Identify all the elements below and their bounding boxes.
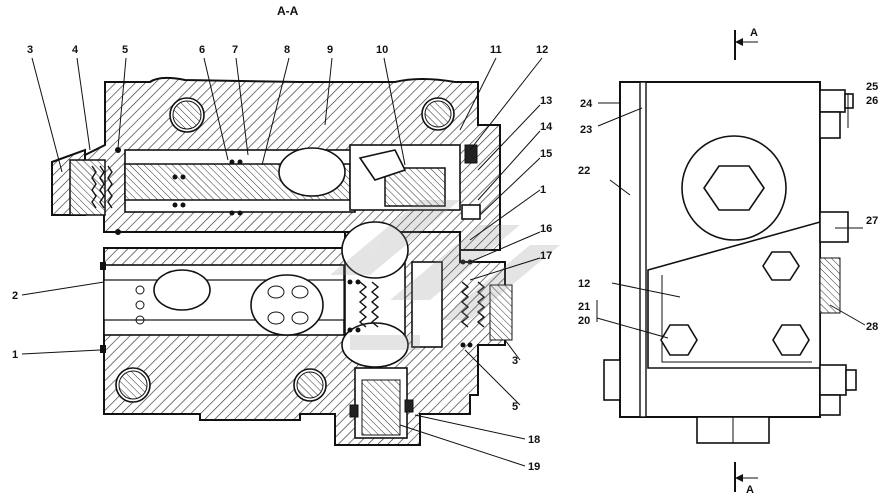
callout-5: 5	[122, 44, 128, 56]
callout-1-right: 1	[540, 184, 546, 196]
callout-4: 4	[72, 44, 79, 56]
callout-12: 12	[536, 44, 548, 56]
callout-21: 21	[578, 301, 590, 313]
section-title: А-А	[277, 4, 299, 18]
side-view: А А	[603, 27, 857, 496]
callout-9: 9	[327, 44, 333, 56]
callout-26: 26	[866, 95, 878, 107]
callout-12-side: 12	[578, 278, 590, 290]
callout-19: 19	[528, 461, 540, 473]
callout-5-bottom: 5	[512, 401, 518, 413]
section-mark-bottom: А	[746, 484, 754, 496]
callout-3-bottom: 3	[512, 355, 518, 367]
callouts-left: 3 4 5 6 7 8 9 10 11 12 13 14 15 1 16 17 …	[12, 44, 553, 473]
callout-1-left: 1	[12, 349, 18, 361]
watermark	[330, 200, 560, 350]
callout-13: 13	[540, 95, 552, 107]
callout-2: 2	[12, 290, 18, 302]
section-mark-top: А	[750, 27, 758, 39]
callout-18: 18	[528, 434, 540, 446]
leader-lines-right	[596, 93, 866, 339]
callout-6: 6	[199, 44, 205, 56]
callout-15: 15	[540, 148, 552, 160]
callout-24: 24	[580, 98, 593, 110]
callouts-right: 24 23 25 26 22 27 12 21 20 28	[578, 81, 878, 333]
callout-17: 17	[540, 250, 552, 262]
callout-11: 11	[490, 44, 502, 56]
callout-27: 27	[866, 215, 878, 227]
callout-20: 20	[578, 315, 590, 327]
leader-lines-left	[21, 57, 543, 467]
callout-8: 8	[284, 44, 290, 56]
callout-14: 14	[540, 121, 553, 133]
section-view	[51, 76, 513, 446]
callout-10: 10	[376, 44, 388, 56]
callout-22: 22	[578, 165, 590, 177]
callout-7: 7	[232, 44, 238, 56]
callout-16: 16	[540, 223, 552, 235]
callout-28: 28	[866, 321, 878, 333]
callout-25: 25	[866, 81, 878, 93]
callout-3: 3	[27, 44, 33, 56]
callout-23: 23	[580, 124, 592, 136]
